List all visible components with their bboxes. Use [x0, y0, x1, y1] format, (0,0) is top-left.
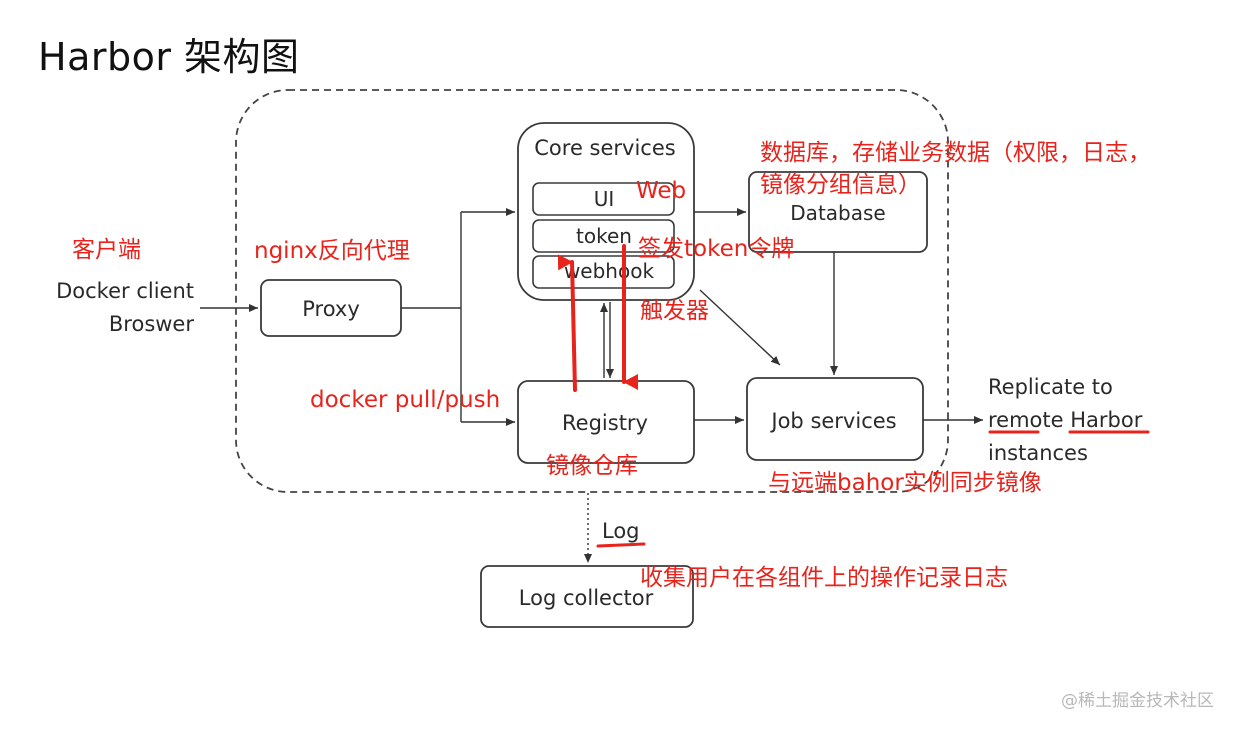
replicate-line2: remote Harbor	[988, 408, 1143, 432]
page-title: Harbor 架构图	[38, 35, 300, 79]
replicate-line1: Replicate to	[988, 375, 1113, 399]
ui-box	[532, 182, 675, 216]
watermark: @稀土掘金技术社区	[1061, 691, 1214, 711]
token-label: token	[576, 224, 632, 248]
registry-to-token-red-arrow	[557, 254, 577, 392]
docker-pull-push-annotation: docker pull/push	[310, 387, 500, 413]
web-annotation: Web	[636, 178, 686, 204]
log-label: Log	[602, 519, 640, 543]
registry-box	[517, 380, 695, 464]
client-annotation: 客户端	[72, 237, 141, 263]
docker-client-label: Docker client	[56, 279, 194, 303]
ui-label: UI	[594, 187, 615, 211]
database-label: Database	[790, 201, 885, 225]
log-collector-box	[480, 565, 694, 628]
connectors	[200, 208, 983, 563]
job-services-label: Job services	[769, 409, 896, 433]
trigger-annotation: 触发器	[640, 298, 709, 324]
registry-label: Registry	[562, 411, 648, 435]
registry-annotation: 镜像仓库	[546, 453, 638, 479]
job-services-box	[746, 377, 924, 461]
core-services-label: Core services	[534, 136, 675, 160]
database-annotation-line2: 镜像分组信息）	[760, 172, 921, 198]
database-box	[748, 171, 928, 253]
proxy-label: Proxy	[302, 297, 360, 321]
log-collector-label: Log collector	[519, 586, 654, 610]
webhook-label: webhook	[564, 259, 655, 283]
core-to-job-arrow	[699, 289, 781, 366]
token-box	[532, 219, 675, 253]
token-annotation: 签发token令牌	[638, 236, 794, 262]
red-annotation-arrows	[557, 244, 1150, 548]
log-collect-annotation: 收集用户在各组件上的操作记录日志	[640, 565, 1008, 591]
harbor-boundary	[235, 89, 949, 493]
job-sync-annotation: 与远端bahor实例同步镜像	[768, 470, 1042, 496]
database-annotation-line1: 数据库，存储业务数据（权限，日志，	[760, 140, 1151, 166]
broswer-label: Broswer	[109, 312, 194, 336]
nginx-annotation: nginx反向代理	[254, 238, 410, 264]
replicate-line3: instances	[988, 441, 1088, 465]
log-underline	[596, 542, 646, 548]
